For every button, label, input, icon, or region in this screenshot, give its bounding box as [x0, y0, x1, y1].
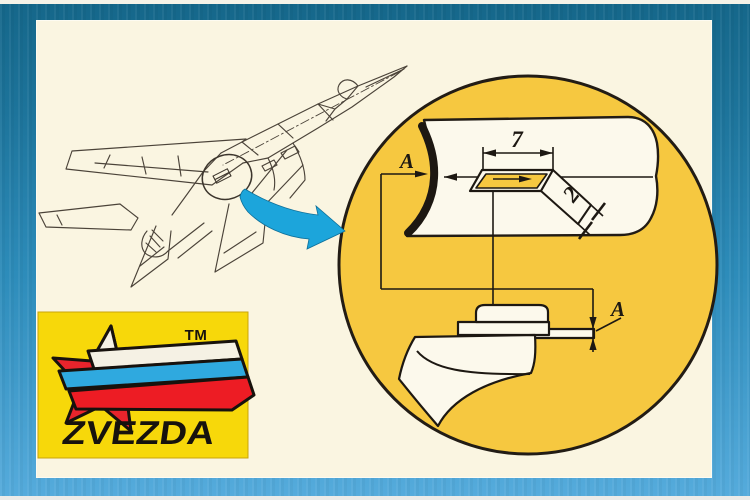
highlight-ellipse: [201, 153, 253, 201]
aircraft-line-drawing-icon: [38, 65, 408, 288]
boss-arrow: [493, 175, 532, 183]
trademark-label: TM: [185, 327, 208, 344]
dim-width-label: 7: [511, 127, 524, 152]
dim-thickness-label: A: [609, 297, 625, 321]
tube-end-arc: [404, 122, 439, 237]
top-edge-strip: [0, 0, 750, 4]
brand-logo: TM ZVEZDA: [37, 311, 256, 459]
surface-callout: [380, 170, 622, 352]
detail-circle: 7 2: [337, 74, 719, 456]
stepped-part: [397, 303, 596, 428]
brand-wordmark: ZVEZDA: [60, 415, 217, 452]
dim-surface-label: A: [398, 149, 414, 173]
dimension-width: [482, 147, 554, 174]
dimension-depth: [540, 169, 607, 240]
flag-stripe-red: [67, 375, 256, 412]
raised-boss: [475, 173, 548, 189]
bottom-edge-strip: [0, 496, 750, 500]
callout-arrow-icon: [239, 188, 346, 250]
